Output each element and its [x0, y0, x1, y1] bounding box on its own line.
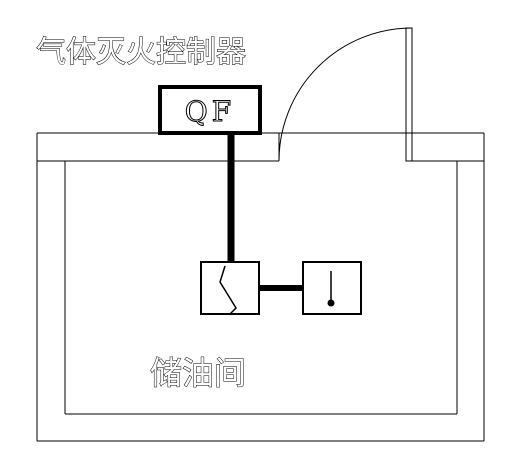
controller-box-icon: QF: [158, 85, 262, 135]
controller-code: QF: [185, 95, 235, 128]
room-name: 储油间: [150, 354, 246, 392]
manual-switch-icon: [302, 261, 362, 315]
building-wall: [36, 132, 485, 442]
controller-title: 气体灭火控制器: [36, 35, 246, 70]
zigzag-detector-icon: [200, 261, 260, 315]
room-outline: [64, 161, 458, 415]
door-swing: [278, 27, 413, 162]
